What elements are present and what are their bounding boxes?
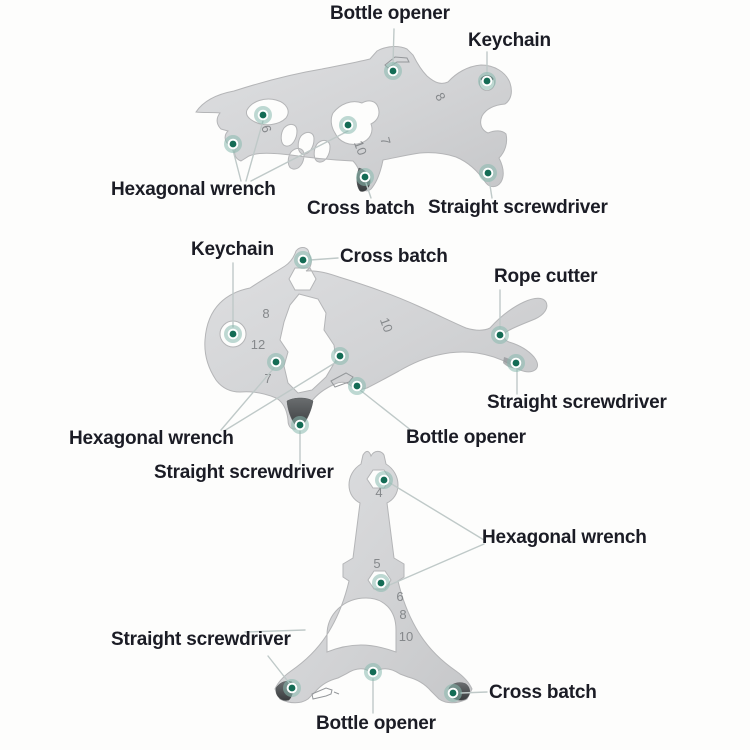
- label-cross-batch: Cross batch: [307, 198, 415, 219]
- label-bottle-opener: Bottle opener: [406, 427, 526, 448]
- engraved-size-number: 6: [258, 123, 274, 134]
- marker-dots-eiffel: [283, 471, 462, 702]
- leader-lines-eiffel: [244, 482, 488, 714]
- engraved-size-number: 7: [377, 135, 393, 146]
- engraved-size-number: 10: [351, 138, 370, 157]
- label-straight-screwdriver: Straight screwdriver: [154, 462, 334, 483]
- marker-dot-keychain: [224, 325, 242, 343]
- label-cross-batch: Cross batch: [340, 246, 448, 267]
- label-cross-batch: Cross batch: [489, 682, 597, 703]
- leader-lines-fish: [220, 257, 518, 465]
- marker-dot-keychain: [478, 72, 496, 90]
- marker-dot-hex-wrench: [224, 135, 242, 153]
- marker-dot-bottle-opener: [348, 377, 366, 395]
- tool-fish: 8 12 7 10: [204, 247, 548, 465]
- screwdriver-engraving: [311, 687, 340, 700]
- marker-dot-hex-wrench: [331, 347, 349, 365]
- marker-dot-hex-wrench: [254, 106, 272, 124]
- label-straight-screwdriver: Straight screwdriver: [487, 392, 667, 413]
- marker-dot-straight-screwdriver: [479, 164, 497, 182]
- marker-dot-bottle-opener: [364, 663, 382, 681]
- label-bottle-opener: Bottle opener: [316, 713, 436, 734]
- marker-dot-hex-wrench: [339, 116, 357, 134]
- label-straight-screwdriver: Straight screwdriver: [428, 197, 608, 218]
- engraved-size-number: 12: [251, 337, 265, 352]
- label-straight-screwdriver: Straight screwdriver: [111, 629, 291, 650]
- marker-dot-hex-wrench: [372, 574, 390, 592]
- label-hexagonal-wrench: Hexagonal wrench: [111, 179, 276, 200]
- marker-dot-straight-screwdriver: [291, 416, 309, 434]
- marker-dot-straight-screwdriver: [507, 354, 525, 372]
- engraved-size-number: 10: [399, 629, 413, 644]
- fish-silhouette: [204, 247, 548, 430]
- label-hexagonal-wrench: Hexagonal wrench: [482, 527, 647, 548]
- label-keychain: Keychain: [468, 30, 551, 51]
- engraved-size-number: 8: [262, 306, 269, 321]
- marker-dot-hex-wrench: [375, 471, 393, 489]
- tool-eiffel: 4 5 6 8 10: [244, 450, 488, 714]
- engraved-size-number: 4: [375, 485, 382, 500]
- engraved-size-number: 7: [264, 371, 271, 386]
- tool-shark: 6 10 7 8: [195, 28, 512, 199]
- engraved-size-number: 8: [399, 607, 406, 622]
- marker-dot-cross-batch: [444, 684, 462, 702]
- marker-dot-straight-screwdriver: [283, 679, 301, 697]
- marker-dot-bottle-opener: [384, 62, 402, 80]
- marker-dot-rope-cutter: [491, 326, 509, 344]
- marker-dot-hex-wrench: [267, 353, 285, 371]
- engraved-size-number: 5: [373, 556, 380, 571]
- leader-lines-shark: [232, 28, 493, 199]
- engraved-size-number: 10: [377, 315, 396, 334]
- marker-dot-cross-batch: [356, 168, 374, 186]
- marker-dots-fish: [224, 251, 525, 434]
- engraved-size-number: 6: [396, 589, 403, 604]
- label-keychain: Keychain: [191, 239, 274, 260]
- label-rope-cutter: Rope cutter: [494, 266, 598, 287]
- label-hexagonal-wrench: Hexagonal wrench: [69, 428, 234, 449]
- label-bottle-opener: Bottle opener: [330, 3, 450, 24]
- marker-dot-cross-batch: [294, 251, 312, 269]
- marker-dots-shark: [224, 62, 497, 186]
